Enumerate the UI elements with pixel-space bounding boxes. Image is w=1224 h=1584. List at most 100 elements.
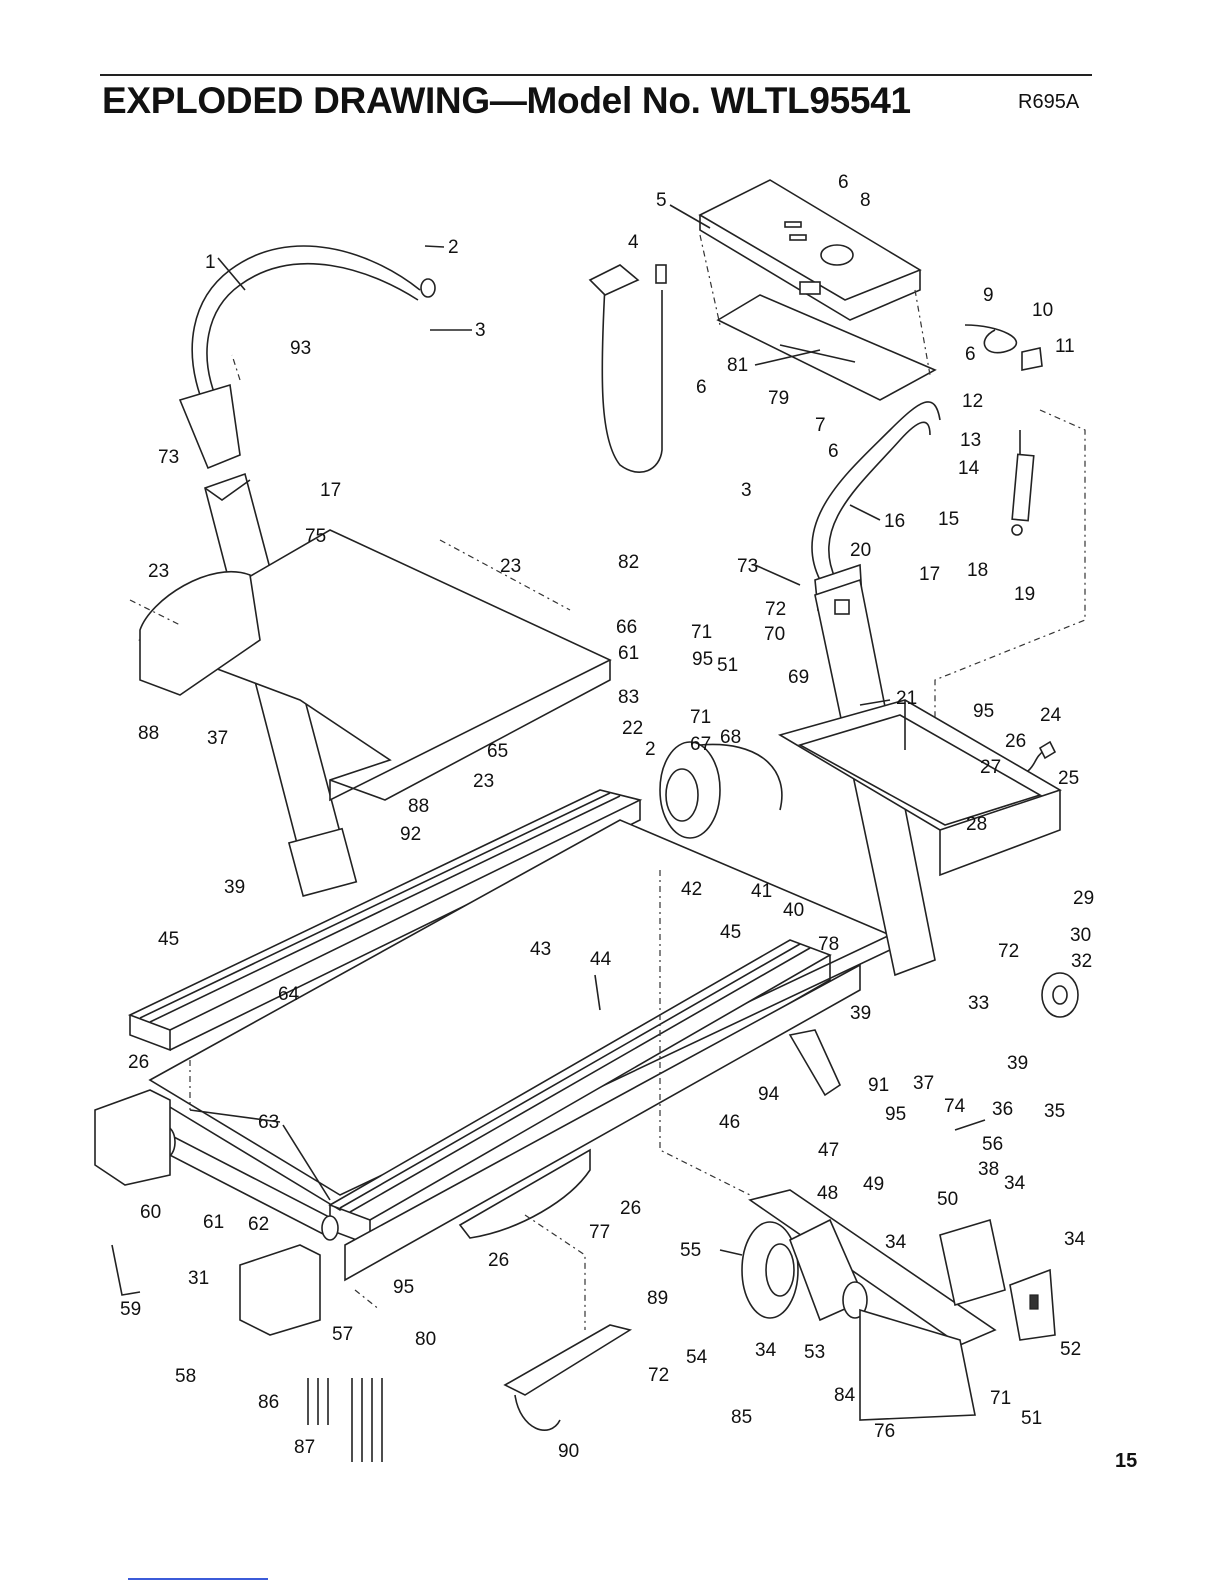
- label-part: 37: [207, 728, 228, 749]
- label-part: 24: [1040, 705, 1062, 726]
- label-part: 14: [958, 458, 980, 479]
- callout-labels: 1 2 3 93 73 17 75 23 23 88 65 23 88 37 9…: [120, 172, 1094, 1462]
- label-part: 54: [686, 1347, 708, 1368]
- label-part: 5: [656, 190, 667, 211]
- label-part: 58: [175, 1366, 196, 1387]
- label-part: 9: [983, 285, 994, 306]
- label-part: 15: [938, 509, 959, 530]
- label-part: 75: [305, 526, 326, 547]
- label-part: 47: [818, 1140, 839, 1161]
- label-part: 22: [622, 718, 643, 739]
- console: [698, 179, 922, 321]
- label-part: 6: [965, 344, 976, 365]
- label-part: 66: [616, 617, 637, 638]
- label-part: 68: [720, 727, 741, 748]
- label-part: 73: [158, 447, 179, 468]
- label-part: 35: [1044, 1101, 1065, 1122]
- leader-lines: [189, 204, 986, 1256]
- label-part: 25: [1058, 768, 1079, 789]
- label-part: 23: [148, 561, 169, 582]
- label-part: 93: [290, 338, 311, 359]
- label-part: 30: [1070, 925, 1091, 946]
- label-part: 73: [737, 556, 758, 577]
- rear-hood: [139, 570, 261, 696]
- label-part: 17: [919, 564, 940, 585]
- label-part: 83: [618, 687, 639, 708]
- label-part: 41: [751, 881, 772, 902]
- label-part: 26: [1005, 731, 1026, 752]
- label-part: 50: [937, 1189, 958, 1210]
- label-part: 71: [691, 622, 712, 643]
- footer-link-line: [128, 1578, 268, 1580]
- label-part: 2: [448, 237, 459, 258]
- label-part: 86: [258, 1392, 279, 1413]
- label-part: 61: [203, 1212, 224, 1233]
- label-part: 20: [850, 540, 871, 561]
- side-skirt: [344, 963, 861, 1282]
- label-part: 45: [720, 922, 741, 943]
- label-part: 26: [620, 1198, 641, 1219]
- label-part: 88: [138, 723, 159, 744]
- left-handrail: [178, 245, 436, 470]
- label-part: 12: [962, 391, 983, 412]
- console-base: [716, 294, 937, 401]
- label-part: 77: [589, 1222, 610, 1243]
- label-part: 65: [487, 741, 508, 762]
- rear-roller-pulley: [659, 741, 783, 839]
- label-part: 92: [400, 824, 421, 845]
- label-part: 71: [990, 1388, 1011, 1409]
- label-part: 38: [978, 1159, 999, 1180]
- label-part: 34: [1064, 1229, 1086, 1250]
- label-part: 64: [278, 984, 300, 1005]
- label-part: 95: [885, 1104, 906, 1125]
- label-part: 29: [1073, 888, 1094, 909]
- label-part: 6: [696, 377, 707, 398]
- label-part: 95: [973, 701, 994, 722]
- label-part: 43: [530, 939, 551, 960]
- label-part: 23: [500, 556, 521, 577]
- front-end-cap-left: [94, 1089, 171, 1186]
- label-part: 90: [558, 1441, 579, 1462]
- label-part: 62: [248, 1214, 269, 1235]
- label-part: 7: [815, 415, 826, 436]
- label-part: 52: [1060, 1339, 1081, 1360]
- label-part: 39: [1007, 1053, 1028, 1074]
- label-part: 51: [1021, 1408, 1042, 1429]
- page-number: 15: [1115, 1450, 1138, 1472]
- label-part: 34: [755, 1340, 777, 1361]
- label-part: 42: [681, 879, 702, 900]
- label-part: 11: [1055, 336, 1075, 357]
- label-part: 46: [719, 1112, 740, 1133]
- label-part: 8: [860, 190, 871, 211]
- label-part: 32: [1071, 951, 1092, 972]
- label-part: 67: [690, 734, 711, 755]
- label-part: 60: [140, 1202, 161, 1223]
- label-part: 6: [828, 441, 839, 462]
- mounting-leg: [788, 1029, 842, 1097]
- label-part: 1: [205, 252, 216, 273]
- label-part: 81: [727, 355, 748, 376]
- label-part: 69: [788, 667, 809, 688]
- label-part: 95: [393, 1277, 414, 1298]
- label-part: 85: [731, 1407, 752, 1428]
- label-part: 10: [1032, 300, 1053, 321]
- key-lanyard: [588, 264, 667, 474]
- label-part: 87: [294, 1437, 315, 1458]
- drawing-code: R695A: [1018, 91, 1080, 113]
- label-part: 31: [188, 1268, 209, 1289]
- label-part: 39: [850, 1003, 871, 1024]
- label-part: 55: [680, 1240, 701, 1261]
- right-rail: [328, 939, 832, 1247]
- label-part: 84: [834, 1385, 856, 1406]
- label-part: 48: [817, 1183, 838, 1204]
- label-part: 45: [158, 929, 179, 950]
- hex-key: [111, 1244, 141, 1296]
- label-part: 28: [966, 814, 987, 835]
- label-part: 4: [628, 232, 639, 253]
- label-part: 71: [690, 707, 711, 728]
- label-part: 78: [818, 934, 839, 955]
- label-part: 3: [741, 480, 752, 501]
- label-part: 94: [758, 1084, 780, 1105]
